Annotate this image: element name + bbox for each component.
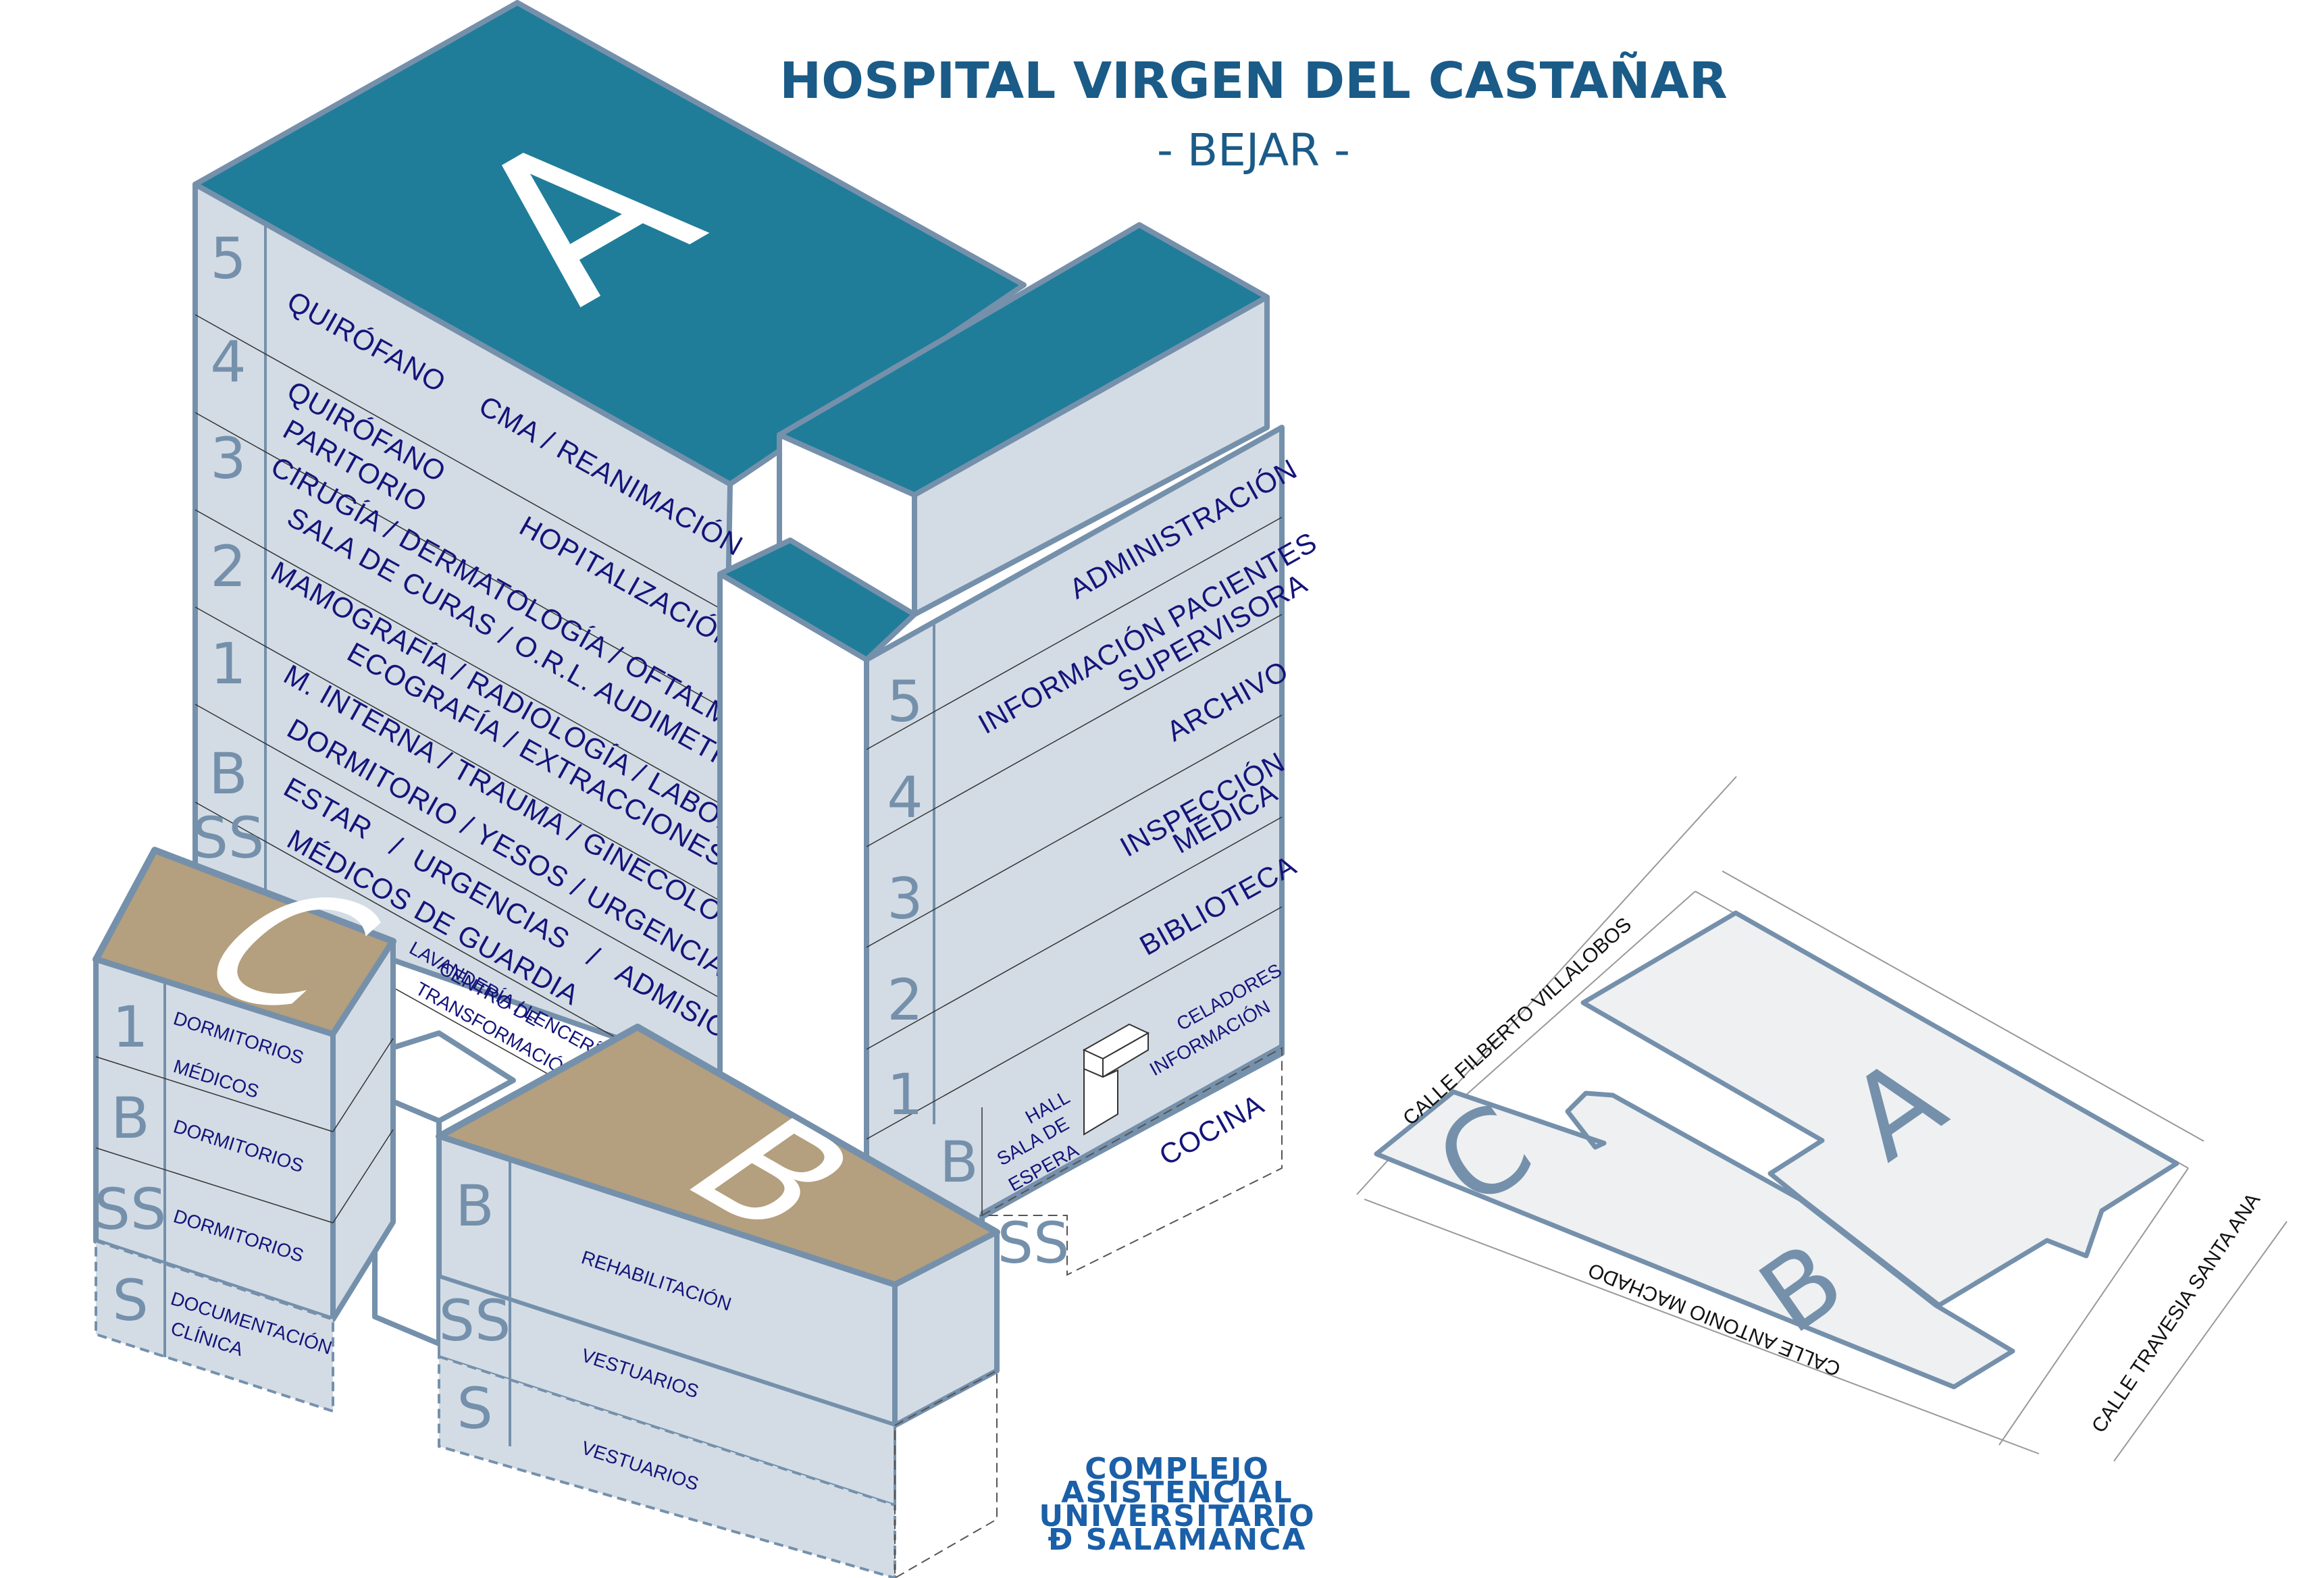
floor-number: B xyxy=(111,1085,150,1151)
floor-number: 2 xyxy=(210,533,246,600)
building-a-floor-numbers: 5 4 3 2 1 B SS xyxy=(192,226,265,871)
building-c-side xyxy=(330,939,396,1322)
building-b: B B SS S REHABILITACIÓN VESTUARIOS VESTU… xyxy=(436,1024,1000,1578)
floor-number: 5 xyxy=(887,668,923,735)
floor-number: B xyxy=(455,1173,494,1239)
site-plan: A B C CALLE FILBERTO VILLALOBOS CALLE AN… xyxy=(1356,776,2288,1462)
site-plan-building-a xyxy=(1580,910,2179,1308)
floor-number: SS xyxy=(95,1176,167,1242)
building-a-wing: 5 4 3 2 1 B SS ADMINISTRACIÓN INFORMACIÓ… xyxy=(717,425,1322,1279)
floor-number: B xyxy=(939,1129,979,1195)
connector-block xyxy=(777,222,1270,617)
floor-number: SS xyxy=(192,805,265,871)
building-c: C 1 B SS S DORMITORIOS MÉDICOS DORMITORI… xyxy=(93,847,426,1413)
wing-floor-numbers: 5 4 3 2 1 B SS xyxy=(887,668,1069,1276)
floor-number: 4 xyxy=(887,764,923,831)
floor-number: S xyxy=(457,1375,492,1442)
building-c-floor-numbers: 1 B SS S xyxy=(95,994,167,1334)
site-plan-building-bc xyxy=(1374,1089,2015,1390)
floor-number: 1 xyxy=(112,994,148,1060)
building-b-floor-numbers: B SS S xyxy=(439,1173,511,1442)
page-title: HOSPITAL VIRGEN DEL CASTAÑAR xyxy=(779,51,1728,110)
salamanca-logo: COMPLEJO ASISTENCIAL UNIVERSITARIO Ð SAL… xyxy=(1039,1452,1315,1557)
logo-line: ASISTENCIAL xyxy=(1061,1475,1293,1510)
floor-number: 4 xyxy=(210,329,246,395)
building-a-floor-lines xyxy=(195,314,727,1108)
reception-desk-icon xyxy=(1082,1023,1150,1136)
floor-number: B xyxy=(209,741,248,807)
floor-number: SS xyxy=(998,1210,1070,1276)
street-label: CALLE TRAVESIA SANTA ANA xyxy=(2088,1189,2265,1437)
floor-number: 1 xyxy=(210,631,246,697)
wing-floor-lines xyxy=(866,517,1284,1276)
building-b-side xyxy=(892,1230,1000,1428)
floor-number: SS xyxy=(439,1288,511,1354)
connector-side xyxy=(912,294,1270,617)
floor-number: 3 xyxy=(210,425,246,492)
logo-line: Ð SALAMANCA xyxy=(1048,1523,1306,1557)
floor-number: 2 xyxy=(887,967,923,1033)
floor-number: 3 xyxy=(887,866,923,932)
building-b-s xyxy=(438,1355,896,1578)
floor-number: 1 xyxy=(887,1061,923,1128)
building-c-basement xyxy=(95,1239,334,1413)
floor-number: 5 xyxy=(210,226,246,292)
logo-line: UNIVERSITARIO xyxy=(1039,1499,1315,1533)
floor-number: S xyxy=(112,1267,148,1334)
logo-line: COMPLEJO xyxy=(1085,1452,1270,1486)
page-subtitle: - BEJAR - xyxy=(1157,124,1350,176)
